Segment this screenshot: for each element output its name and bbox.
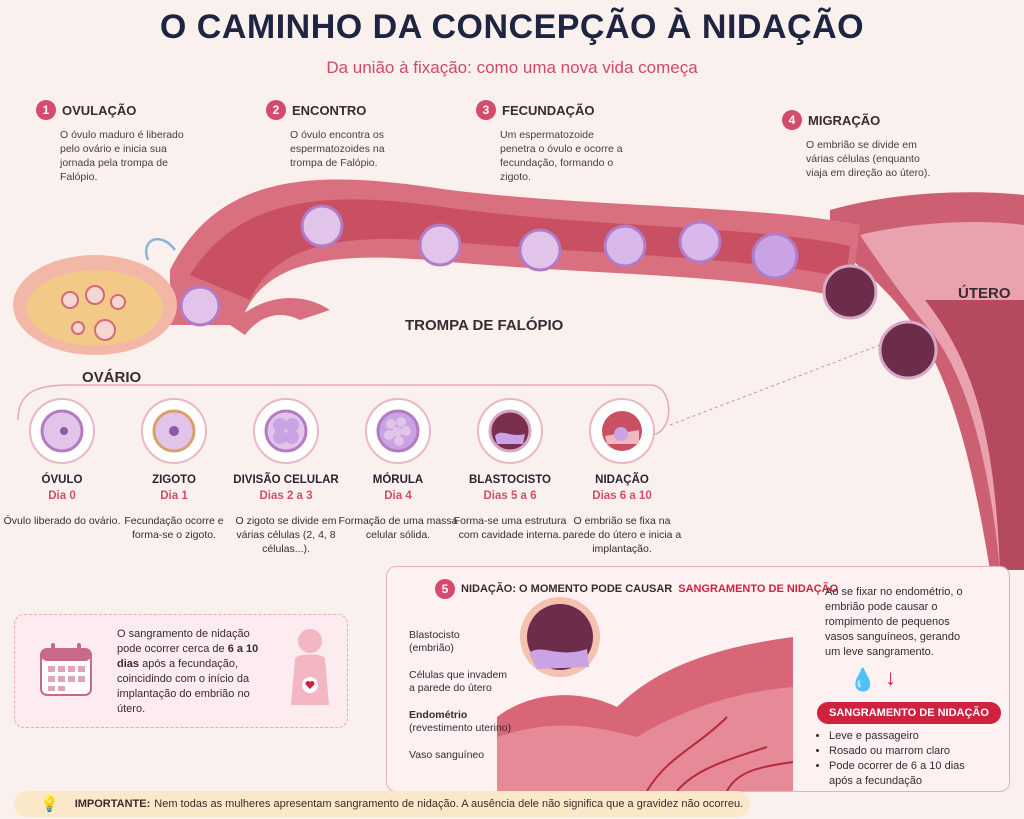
stage-name: ÓVULO: [41, 474, 83, 486]
stage-day: Dia 0: [48, 490, 76, 502]
stage-day: Dias 6 a 10: [592, 490, 652, 502]
step-number: 1: [36, 100, 56, 120]
step-title: OVULAÇÃO: [62, 102, 137, 118]
list-item: Leve e passageiro: [829, 729, 987, 744]
step-title: FECUNDAÇÃO: [502, 102, 595, 118]
step-number: 5: [435, 579, 455, 599]
stage-ovulo: ÓVULO Dia 0 Óvulo liberado do ovário.: [2, 398, 122, 556]
stage-name: DIVISÃO CELULAR: [233, 474, 339, 486]
step-fecundacao: 3 FECUNDAÇÃO Um espermatozoide penetra o …: [476, 100, 626, 184]
ovum-icon: [29, 398, 95, 464]
stage-divisao: DIVISÃO CELULAR Dias 2 a 3 O zigoto se d…: [226, 398, 346, 556]
label-endometrium: Endométrio (revestimento uterino): [409, 709, 512, 734]
anatomy-illustration: OVÁRIO TROMPA DE FALÓPIO ÚTERO: [13, 179, 1024, 570]
stage-day: Dias 2 a 3: [259, 490, 313, 502]
page-title: O CAMINHO DA CONCEPÇÃO À NIDAÇÃO: [159, 8, 865, 46]
list-item: Rosado ou marrom claro: [829, 744, 987, 759]
detail-explain: Ao se fixar no endométrio, o embrião pod…: [825, 586, 963, 658]
ovary-label: OVÁRIO: [82, 369, 142, 386]
arrow-down-icon: ↓: [885, 665, 896, 690]
stage-nidacao: NIDAÇÃO Dias 6 a 10 O embrião se fixa na…: [562, 398, 682, 556]
stage-day: Dia 4: [384, 490, 412, 502]
step-text: O óvulo maduro é liberado pelo ovário e …: [60, 129, 184, 183]
step-number: 4: [782, 110, 802, 130]
stage-day: Dias 5 a 6: [483, 490, 537, 502]
page-subtitle: Da união à fixação: como uma nova vida c…: [326, 58, 698, 77]
blood-drop-icon: 💧: [849, 667, 877, 692]
stage-desc: Formação de uma massa celular sólida.: [338, 515, 458, 541]
step-title: ENCONTRO: [292, 102, 367, 118]
label-invading-cells: Células que invadem a parede do útero: [409, 669, 508, 694]
step-text: O óvulo encontra os espermatozoides na t…: [290, 129, 385, 169]
stage-name: BLASTOCISTO: [469, 474, 551, 486]
step-number: 3: [476, 100, 496, 120]
woman-icon: [285, 625, 335, 722]
lightbulb-icon: 💡: [40, 796, 59, 813]
detail-heading: 5 NIDAÇÃO: O MOMENTO PODE CAUSAR SANGRAM…: [435, 579, 838, 599]
step-text: O embrião se divide em várias células (e…: [806, 139, 931, 179]
step-text: Um espermatozoide penetra o óvulo e ocor…: [500, 129, 623, 183]
important-note: 💡 IMPORTANTE: Nem todas as mulheres apre…: [14, 791, 750, 817]
tube-label: TROMPA DE FALÓPIO: [405, 316, 564, 334]
stage-day: Dia 1: [160, 490, 188, 502]
step-migracao: 4 MIGRAÇÃO O embrião se divide em várias …: [782, 110, 932, 180]
stage-name: ZIGOTO: [152, 474, 196, 486]
info-text: O sangramento de nidação pode ocorrer ce…: [117, 628, 259, 715]
calendar-icon: [39, 641, 93, 702]
stages-timeline: ÓVULO Dia 0 Óvulo liberado do ovário. ZI…: [0, 398, 720, 556]
stage-zigoto: ZIGOTO Dia 1 Fecundação ocorre e forma-s…: [114, 398, 234, 556]
cell-division-icon: [253, 398, 319, 464]
step-encontro: 2 ENCONTRO O óvulo encontra os espermatoz…: [266, 100, 416, 170]
info-box: O sangramento de nidação pode ocorrer ce…: [14, 614, 348, 728]
implantation-icon: [589, 398, 655, 464]
stage-name: NIDAÇÃO: [595, 474, 649, 486]
bleeding-badge: SANGRAMENTO DE NIDAÇÃO: [817, 702, 1001, 724]
endometrium-illustration: [497, 597, 793, 791]
stage-blastocisto: BLASTOCISTO Dias 5 a 6 Forma-se uma estr…: [450, 398, 570, 556]
bleeding-list: Leve e passageiro Rosado ou marrom claro…: [817, 729, 987, 789]
label-vessel: Vaso sanguíneo: [409, 749, 485, 761]
blastocyst-icon: [477, 398, 543, 464]
stage-desc: Óvulo liberado do ovário.: [3, 515, 121, 527]
stage-desc: O embrião se fixa na parede do útero e i…: [562, 515, 682, 555]
stage-morula: MÓRULA Dia 4 Formação de uma massa celul…: [338, 398, 458, 556]
info-days: 6 a 10 dias: [117, 643, 259, 670]
stage-desc: O zigoto se divide em várias células (2,…: [235, 515, 337, 555]
step-number: 2: [266, 100, 286, 120]
stage-desc: Forma-se uma estrutura com cavidade inte…: [453, 515, 567, 541]
uterus-label: ÚTERO: [958, 284, 1011, 302]
stage-name: MÓRULA: [372, 474, 424, 486]
morula-icon: [365, 398, 431, 464]
step-title: MIGRAÇÃO: [808, 112, 881, 128]
label-blastocyst: Blastocisto (embrião): [409, 629, 460, 654]
zygote-icon: [141, 398, 207, 464]
step-ovulacao: 1 OVULAÇÃO O óvulo maduro é liberado pelo…: [36, 100, 186, 184]
list-item: Pode ocorrer de 6 a 10 dias após a fecun…: [829, 759, 987, 789]
implantation-detail-box: 5 NIDAÇÃO: O MOMENTO PODE CAUSAR SANGRAM…: [386, 566, 1010, 792]
stage-desc: Fecundação ocorre e forma-se o zigoto.: [124, 515, 224, 541]
